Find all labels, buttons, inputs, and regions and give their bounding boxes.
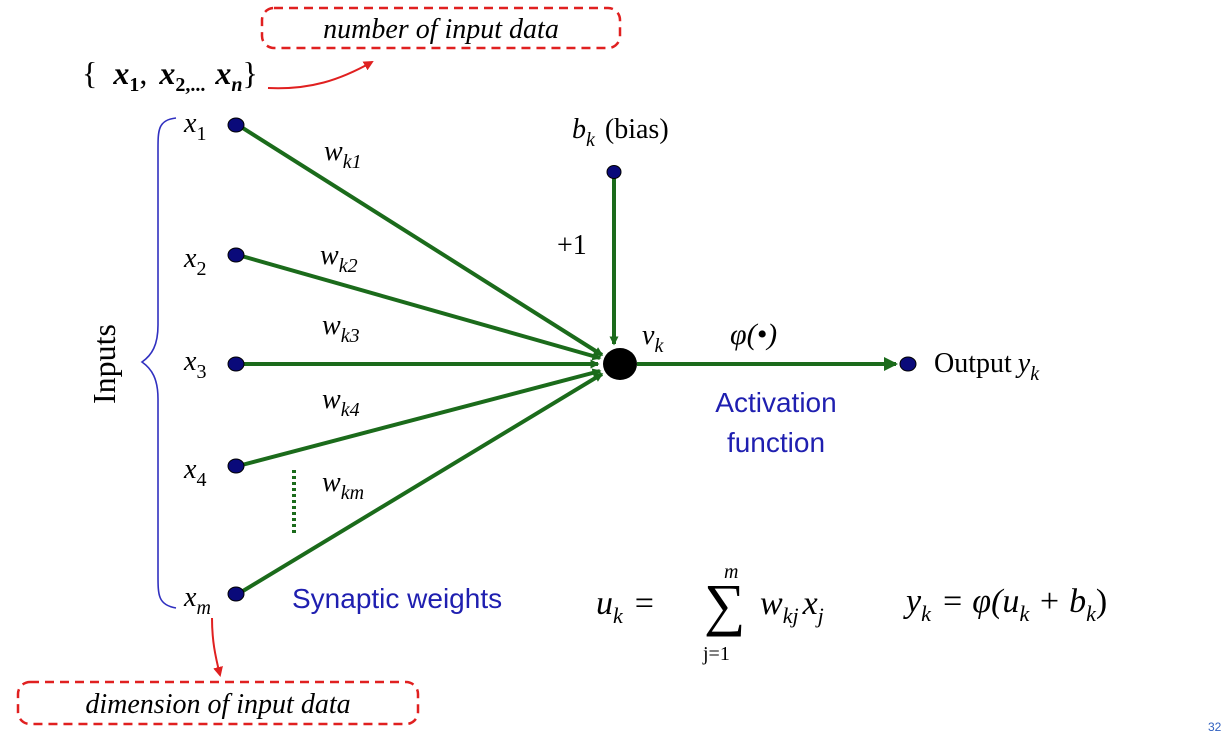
bottom-callout: dimension of input data: [16, 680, 420, 726]
page-number: 32: [1208, 720, 1222, 734]
arrow-x1: [236, 123, 604, 357]
bottom-callout-arrow: [211, 617, 223, 677]
input-set: { x1, x2,... xn}: [82, 55, 258, 98]
equation-u-sum: ∑: [704, 572, 745, 637]
activation-symbol: φ(•): [730, 318, 777, 351]
arrow-x2: [237, 253, 602, 361]
weight-label-k4: wk4: [322, 384, 360, 421]
equation-u-upper: m: [724, 561, 738, 583]
top-callout-box: [260, 6, 622, 50]
input-label-x4: x4: [183, 454, 206, 491]
activation-label-line2: function: [727, 427, 825, 458]
input-node-1: [227, 117, 245, 133]
top-callout: number of input data: [260, 6, 622, 50]
bias-label: bk(bias): [572, 114, 669, 151]
top-callout-text: number of input data: [323, 14, 559, 45]
input-label-x1: x1: [183, 108, 206, 145]
input-labels: x1 x2 x3 x4 xm: [183, 108, 211, 619]
arrow-x4: [237, 368, 602, 468]
input-node-2: [227, 247, 245, 263]
input-label-x3: x3: [183, 346, 206, 383]
weight-label-k3: wk3: [322, 310, 360, 347]
arrow-xm: [236, 372, 604, 596]
equation-y: yk= φ(uk + bk): [903, 583, 1107, 626]
weight-label-km: wkm: [322, 467, 364, 504]
equation-u-lhs: uk=: [596, 585, 654, 628]
summing-node-label: vk: [642, 320, 664, 357]
weight-label-k1: wk1: [324, 136, 362, 173]
bottom-callout-text: dimension of input data: [85, 689, 350, 720]
top-callout-arrow: [267, 61, 374, 90]
input-label-xm: xm: [183, 582, 211, 619]
activation-label-line1: Activation: [715, 387, 836, 418]
input-node-4: [227, 458, 245, 474]
weight-arrows: [236, 123, 604, 596]
bias-plus-one: +1: [557, 230, 587, 261]
output-node: [899, 356, 917, 372]
input-node-m: [227, 586, 245, 602]
weight-label-k2: wk2: [320, 240, 358, 277]
equation-u-lower: j=1: [702, 643, 730, 665]
inputs-brace: [140, 117, 177, 609]
bias-node: [606, 165, 622, 179]
synaptic-weights-label: Synaptic weights: [292, 583, 502, 614]
bottom-callout-box: [16, 680, 420, 726]
summing-node: [603, 348, 637, 380]
input-node-3: [227, 356, 245, 372]
weight-labels: wk1 wk2 wk3 wk4 wkm: [320, 136, 364, 504]
input-label-x2: x2: [183, 243, 206, 280]
inputs-label: Inputs: [86, 324, 122, 404]
input-nodes: [227, 117, 245, 602]
